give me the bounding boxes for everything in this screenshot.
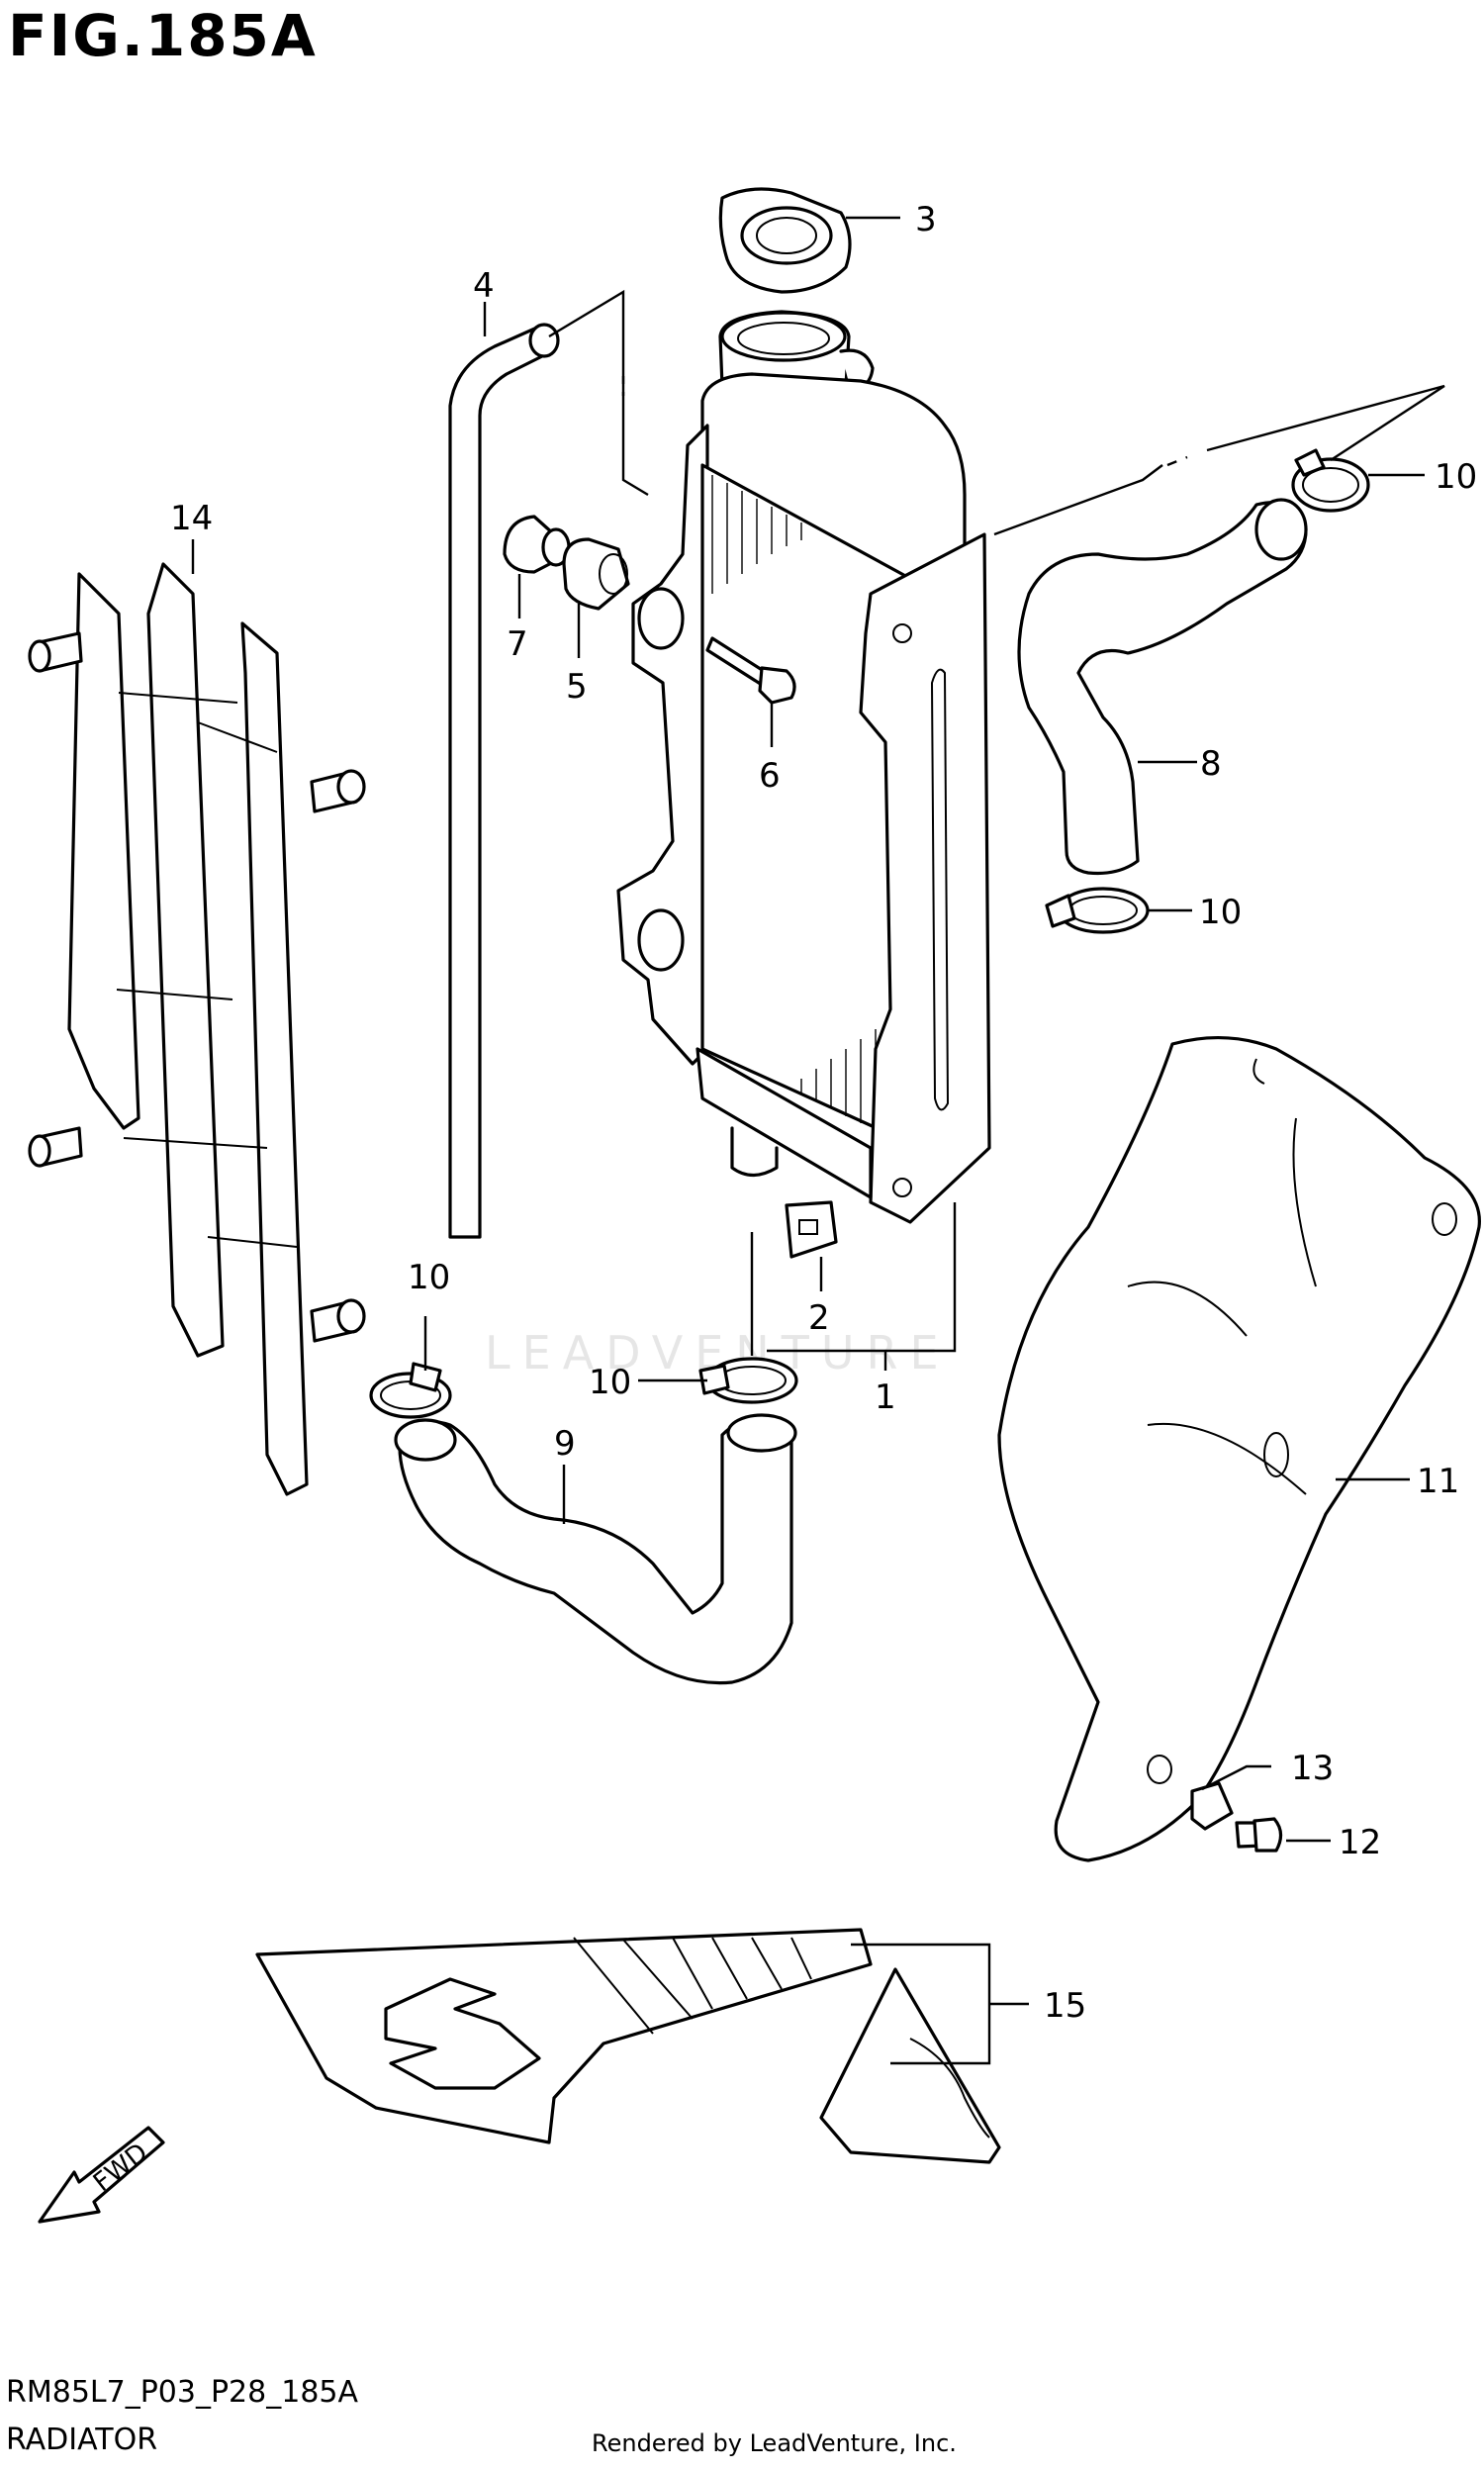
hose-clamp-10-mid[interactable] xyxy=(1045,887,1150,934)
callout-10-left[interactable]: 10 xyxy=(408,1258,450,1297)
diagram-code: RM85L7_P03_P28_185A xyxy=(6,2375,359,2410)
callout-12[interactable]: 12 xyxy=(1339,1823,1381,1862)
tank-decal-15[interactable] xyxy=(819,1967,1001,2164)
radiator[interactable] xyxy=(616,310,991,1259)
callout-2[interactable]: 2 xyxy=(808,1298,830,1338)
cushion-5[interactable] xyxy=(562,537,630,611)
radiator-shroud-11[interactable] xyxy=(997,1035,1481,1862)
callout-7[interactable]: 7 xyxy=(507,624,528,664)
hose-clamp-10-bottom[interactable] xyxy=(698,1357,798,1404)
bolt-6[interactable] xyxy=(705,636,796,705)
radiator-louver-14[interactable] xyxy=(28,562,366,1496)
hose-clamp-10-left[interactable] xyxy=(369,1362,452,1419)
collar-13[interactable] xyxy=(1190,1781,1234,1831)
callout-15[interactable]: 15 xyxy=(1044,1986,1086,2026)
callout-11[interactable]: 11 xyxy=(1417,1462,1459,1501)
collar-7[interactable] xyxy=(503,515,571,574)
callout-4[interactable]: 4 xyxy=(473,266,495,306)
fwd-arrow: FWD xyxy=(38,2126,165,2224)
callout-10-bottom[interactable]: 10 xyxy=(589,1363,631,1402)
clip-2[interactable] xyxy=(785,1200,838,1259)
bolt-12[interactable] xyxy=(1235,1817,1283,1853)
radiator-hose-8[interactable] xyxy=(1017,498,1308,876)
callout-5[interactable]: 5 xyxy=(566,667,588,707)
callout-1[interactable]: 1 xyxy=(875,1378,896,1417)
callout-6[interactable]: 6 xyxy=(759,756,781,796)
figure-title: FIG.185A xyxy=(8,2,318,69)
render-credit: Rendered by LeadVenture, Inc. xyxy=(592,2429,957,2457)
callout-3[interactable]: 3 xyxy=(915,200,937,239)
radiator-cap[interactable] xyxy=(718,187,852,294)
callout-8[interactable]: 8 xyxy=(1200,744,1222,784)
radiator-shroud-decal-15[interactable] xyxy=(255,1928,873,2144)
breather-hose[interactable] xyxy=(448,323,560,1239)
callout-13[interactable]: 13 xyxy=(1291,1749,1334,1788)
callout-10-upper[interactable]: 10 xyxy=(1435,457,1477,497)
radiator-hose-9[interactable] xyxy=(394,1413,797,1685)
leader-lines xyxy=(191,216,1445,2065)
callout-14[interactable]: 14 xyxy=(170,499,213,538)
callout-10-mid[interactable]: 10 xyxy=(1199,893,1242,932)
section-name: RADIATOR xyxy=(6,2423,158,2457)
callout-9[interactable]: 9 xyxy=(554,1424,576,1464)
